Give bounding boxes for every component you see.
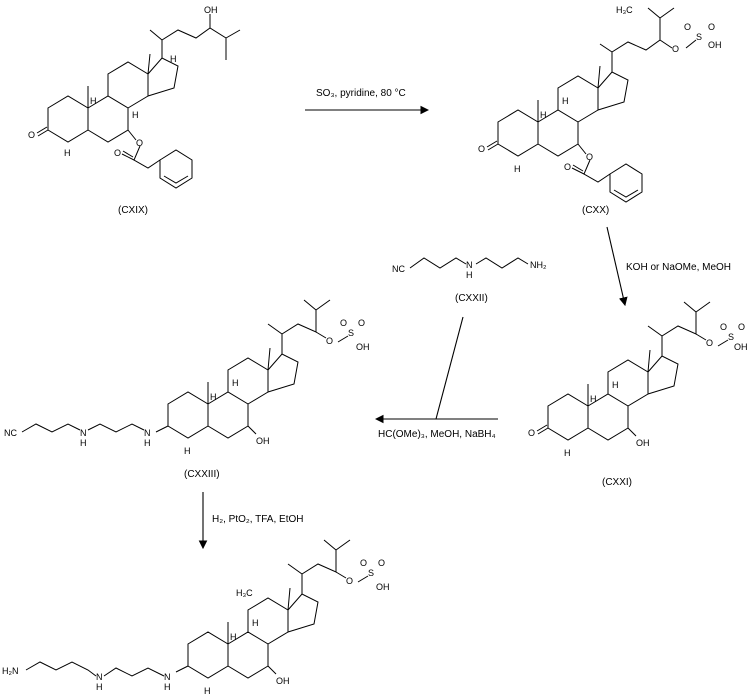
product-n1: N bbox=[96, 672, 103, 682]
compound-cxxiii: NC N H N H O S O O OH OH H H H (CXXIII) bbox=[4, 299, 370, 480]
compound-cxix: O OH H H H H O O (CXIX) bbox=[28, 5, 241, 216]
cxx-oxo: O bbox=[478, 144, 485, 154]
cxxiii-h-a: H bbox=[232, 378, 239, 388]
cxx-sulfate-o2: O bbox=[708, 22, 715, 32]
cxx-sulfate-o: O bbox=[672, 44, 679, 54]
reagent-step3: HC(OMe)₃, MeOH, NaBH₄ bbox=[378, 429, 496, 440]
cxxiii-nc: NC bbox=[4, 428, 17, 438]
cxxiii-sulfate-oh: OH bbox=[356, 342, 370, 352]
cxxiii-h-c: H bbox=[184, 446, 191, 456]
cxix-oxo: O bbox=[28, 130, 35, 140]
cxxi-label: (CXXI) bbox=[602, 477, 632, 488]
compound-cxxii: NC N H NH₂ (CXXII) bbox=[392, 257, 547, 304]
cxxiii-sulfate-s: S bbox=[348, 328, 354, 338]
cxxi-oh: OH bbox=[636, 438, 650, 448]
product-sulfate-o: O bbox=[346, 576, 353, 586]
arrow-step2: KOH or NaOMe, MeOH bbox=[606, 226, 731, 307]
cxxi-h-b: H bbox=[590, 394, 597, 404]
product-h2n: H₂N bbox=[2, 666, 19, 676]
cxxii-label: (CXXII) bbox=[455, 293, 488, 304]
cxx-ch3: H₃C bbox=[616, 5, 633, 15]
product-n2h: H bbox=[164, 682, 171, 692]
product-ch3: H₃C bbox=[236, 588, 253, 598]
cxx-h-a: H bbox=[562, 96, 569, 106]
cxxiii-n1: N bbox=[80, 428, 87, 438]
cxxii-nc: NC bbox=[392, 264, 405, 274]
cxxi-sulfate-o2: O bbox=[738, 322, 745, 332]
product-n1h: H bbox=[96, 682, 103, 692]
compound-cxx: O H₃C O S O O OH H H H O O (CXX) bbox=[478, 5, 722, 216]
cxx-sulfate-s: S bbox=[696, 32, 702, 42]
cxx-sulfate-oh: OH bbox=[708, 40, 722, 50]
product-h-b: H bbox=[230, 632, 237, 642]
cxxi-sulfate-s: S bbox=[728, 332, 734, 342]
cxx-sulfate-o1: O bbox=[684, 22, 691, 32]
cxx-h-c: H bbox=[514, 164, 521, 174]
cxix-h-a: H bbox=[90, 96, 97, 106]
product-sulfate-s: S bbox=[368, 568, 374, 578]
cxxiii-oh: OH bbox=[256, 436, 270, 446]
cxxiii-sulfate-o2: O bbox=[358, 318, 365, 328]
compound-cxxi: O O S O O OH OH H H H (CXXI) bbox=[528, 301, 748, 488]
cxxi-h-a: H bbox=[612, 380, 619, 390]
reagent-step2: KOH or NaOMe, MeOH bbox=[626, 262, 731, 273]
reagent-step1: SO₃, pyridine, 80 °C bbox=[316, 88, 406, 99]
cxxiii-n2: N bbox=[144, 428, 151, 438]
cxxiii-h-b: H bbox=[210, 392, 217, 402]
cxx-h-b: H bbox=[540, 110, 547, 120]
cxxii-nh2: NH₂ bbox=[530, 260, 547, 270]
cxix-label: (CXIX) bbox=[118, 205, 148, 216]
cxxiii-n2h: H bbox=[144, 438, 151, 448]
cxxiii-sulfate-o1: O bbox=[340, 318, 347, 328]
cxxiii-n1h: H bbox=[80, 438, 87, 448]
product-h-c: H bbox=[204, 686, 211, 696]
cxxiii-label: (CXXIII) bbox=[184, 469, 220, 480]
cxxi-sulfate-o1: O bbox=[720, 322, 727, 332]
cxxii-nh: H bbox=[466, 270, 473, 280]
cxix-h-d: H bbox=[170, 54, 177, 64]
arrow-step1: SO₃, pyridine, 80 °C bbox=[305, 88, 430, 115]
cxxii-n: N bbox=[466, 260, 473, 270]
arrow-step3: HC(OMe)₃, MeOH, NaBH₄ bbox=[374, 316, 498, 440]
cxix-oh: OH bbox=[204, 5, 218, 15]
cxix-ester-o: O bbox=[136, 138, 143, 148]
product-sulfate-o2: O bbox=[378, 558, 385, 568]
product-h-a: H bbox=[252, 618, 259, 628]
cxxi-sulfate-oh: OH bbox=[734, 342, 748, 352]
product-oh: OH bbox=[276, 676, 290, 686]
cxxi-h-c: H bbox=[564, 448, 571, 458]
product-sulfate-oh: OH bbox=[376, 582, 390, 592]
cxxi-sulfate-o: O bbox=[706, 338, 713, 348]
cxix-h-c: H bbox=[132, 110, 139, 120]
reagent-step4: H₂, PtO₂, TFA, EtOH bbox=[212, 514, 303, 525]
cxxiii-sulfate-o: O bbox=[326, 336, 333, 346]
cxx-carbonyl-o: O bbox=[564, 162, 571, 172]
cxix-h-b: H bbox=[64, 148, 71, 158]
compound-product: H₂N N H N H O S O O OH OH H H H H₃C bbox=[2, 539, 390, 696]
product-sulfate-o1: O bbox=[360, 558, 367, 568]
product-n2: N bbox=[164, 672, 171, 682]
cxx-ester-o: O bbox=[586, 152, 593, 162]
arrow-step4: H₂, PtO₂, TFA, EtOH bbox=[198, 492, 303, 550]
cxix-carbonyl-o: O bbox=[114, 148, 121, 158]
cxxi-oxo: O bbox=[528, 428, 535, 438]
cxx-label: (CXX) bbox=[582, 205, 609, 216]
